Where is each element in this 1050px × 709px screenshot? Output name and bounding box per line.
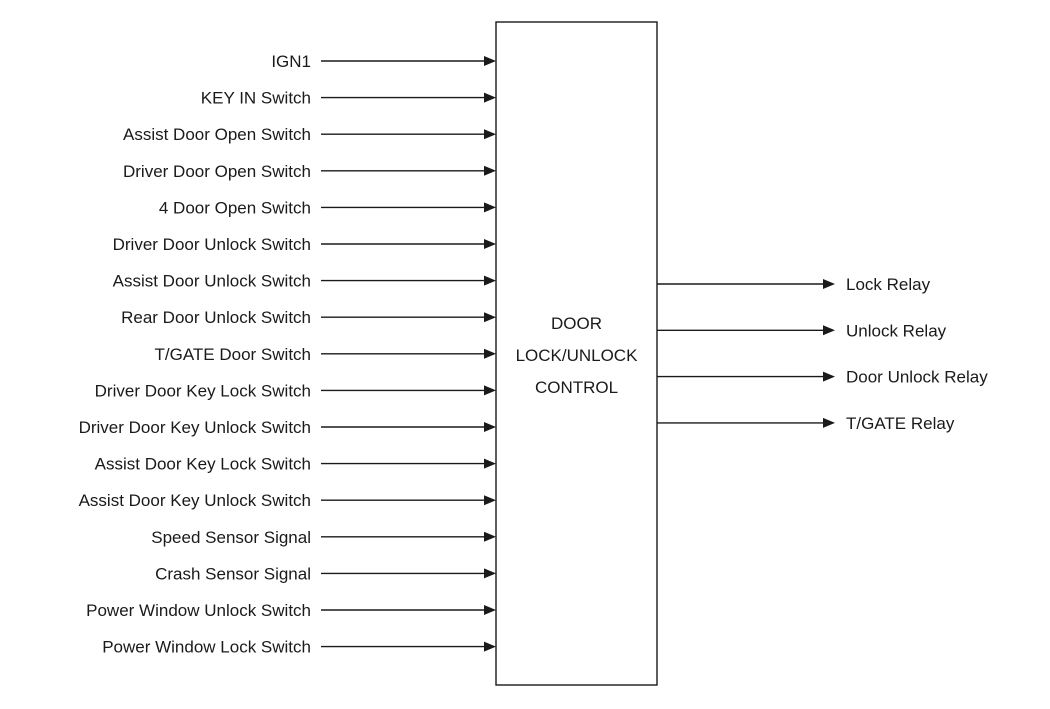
input-signal-label: Assist Door Open Switch [123,125,311,144]
input-signal-label: T/GATE Door Switch [155,345,312,364]
output-relay-label: Door Unlock Relay [846,368,988,387]
output-arrowhead [823,417,835,428]
input-signal-row: T/GATE Door Switch [155,345,496,364]
input-signal-row: Speed Sensor Signal [151,528,496,547]
input-signal-label: Power Window Unlock Switch [86,601,311,620]
input-signal-label: Crash Sensor Signal [155,564,311,583]
input-signal-row: Assist Door Open Switch [123,125,496,144]
input-arrowhead [484,165,496,176]
control-block-title-line-2: LOCK/UNLOCK [516,346,639,365]
input-arrowhead [484,458,496,469]
output-relay-label: T/GATE Relay [846,414,955,433]
output-arrowhead [823,371,835,382]
input-arrowhead [484,495,496,506]
input-signal-row: Assist Door Unlock Switch [113,272,496,291]
input-signal-label: Assist Door Key Lock Switch [95,455,311,474]
door-lock-unlock-control-block [495,21,658,686]
input-arrowhead [484,605,496,615]
input-arrowhead [484,531,496,542]
input-signal-row: Rear Door Unlock Switch [121,308,496,327]
input-signal-row: KEY IN Switch [201,89,496,108]
output-arrowhead [823,325,835,336]
input-signal-label: Driver Door Unlock Switch [113,235,311,254]
input-signal-row: Driver Door Open Switch [123,162,496,181]
input-signal-row: IGN1 [271,52,496,71]
input-signal-row: Crash Sensor Signal [155,564,496,583]
input-arrowhead [484,202,496,213]
input-signal-row: 4 Door Open Switch [159,198,496,217]
input-arrowhead [484,312,496,323]
input-arrowhead [484,239,496,249]
input-arrowhead [484,568,496,579]
input-signal-label: Rear Door Unlock Switch [121,308,311,327]
output-relay-row: Lock Relay [657,275,931,294]
input-signal-label: Driver Door Key Lock Switch [95,381,311,400]
output-relay-label: Lock Relay [846,275,931,294]
control-block-title-line-3: CONTROL [535,378,618,397]
input-signal-label: Speed Sensor Signal [151,528,311,547]
output-relay-row: Door Unlock Relay [657,368,988,387]
control-block-title-line-1: DOOR [551,314,602,333]
input-arrowhead [484,92,496,103]
input-signal-label: Power Window Lock Switch [102,638,311,657]
input-signal-label: KEY IN Switch [201,89,311,108]
input-signal-row: Driver Door Key Unlock Switch [79,418,496,437]
output-arrowhead [823,279,835,289]
input-signal-row: Power Window Unlock Switch [86,601,496,620]
input-arrowhead [484,348,496,359]
input-signal-label: Driver Door Open Switch [123,162,311,181]
input-signal-label: IGN1 [271,52,311,71]
input-signal-label: Assist Door Unlock Switch [113,272,311,291]
input-arrowhead [484,56,496,66]
input-signal-row: Driver Door Unlock Switch [113,235,496,254]
output-relay-row: Unlock Relay [657,321,947,340]
input-signal-row: Assist Door Key Lock Switch [95,455,496,474]
input-arrowhead [484,422,496,432]
input-signal-row: Assist Door Key Unlock Switch [79,491,496,510]
input-arrowhead [484,641,496,652]
input-signal-label: 4 Door Open Switch [159,198,311,217]
input-signal-row: Driver Door Key Lock Switch [95,381,496,400]
input-arrowhead [484,275,496,286]
output-relay-label: Unlock Relay [846,321,947,340]
output-relay-row: T/GATE Relay [657,414,955,433]
input-signal-label: Driver Door Key Unlock Switch [79,418,311,437]
input-signal-row: Power Window Lock Switch [102,638,496,657]
input-arrowhead [484,385,496,396]
input-arrowhead [484,129,496,140]
input-signal-label: Assist Door Key Unlock Switch [79,491,311,510]
